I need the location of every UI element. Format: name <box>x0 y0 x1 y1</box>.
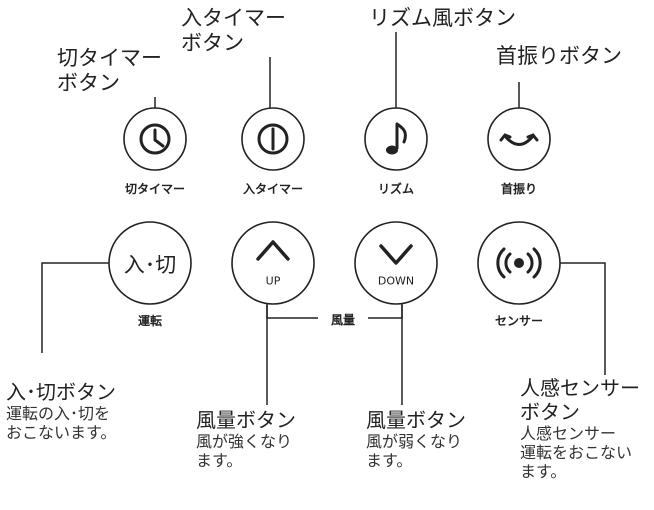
wind-down-description: 風量ボタン 風が弱くなり ます。 <box>366 408 466 471</box>
down-button-label: DOWN <box>377 274 415 288</box>
wind-up-description-title: 風量ボタン <box>196 408 296 432</box>
off-timer-label: 切タイマー <box>124 182 186 196</box>
off-timer-callout: 切タイマー ボタン <box>57 46 162 96</box>
wind-label: 風量 <box>330 313 356 327</box>
power-label: 運転 <box>137 314 163 328</box>
wind-down-description-title: 風量ボタン <box>366 408 466 432</box>
power-icon <box>257 123 289 155</box>
sensor-leader <box>554 262 606 375</box>
swing-button[interactable] <box>487 107 551 171</box>
rhythm-callout: リズム風ボタン <box>369 6 516 30</box>
rhythm-label: リズム <box>377 182 415 196</box>
leader-lines <box>41 32 606 405</box>
up-button-label: UP <box>265 274 281 288</box>
power-description-title: 入･切ボタン <box>6 380 116 404</box>
on-timer-callout: 入タイマー ボタン <box>181 6 286 56</box>
on-timer-label: 入タイマー <box>242 182 304 196</box>
sensor-description: 人感センサー ボタン 人感センサー 運転をおこない ます。 <box>520 376 640 482</box>
sensor-label: センサー <box>494 314 544 328</box>
power-button-label: 入･切 <box>123 253 177 277</box>
clock-icon <box>139 123 171 155</box>
chevron-up-icon <box>256 240 290 261</box>
power-description: 入･切ボタン 運転の入･切を おこないます。 <box>6 380 117 443</box>
swing-callout: 首振りボタン <box>496 44 622 68</box>
chevron-down-icon <box>379 244 413 265</box>
swing-label: 首振り <box>500 182 538 196</box>
power-leader <box>41 262 109 353</box>
wind-up-description: 風量ボタン 風が強くなり ます。 <box>196 408 296 471</box>
sensor-waves-icon <box>496 247 542 279</box>
music-note-icon <box>386 122 407 155</box>
wind-bracket-left <box>266 305 318 319</box>
wind-bracket-right <box>368 305 403 319</box>
power-button[interactable] <box>108 221 192 305</box>
swing-arc-icon <box>499 133 539 146</box>
wind-up-button[interactable] <box>231 221 315 305</box>
